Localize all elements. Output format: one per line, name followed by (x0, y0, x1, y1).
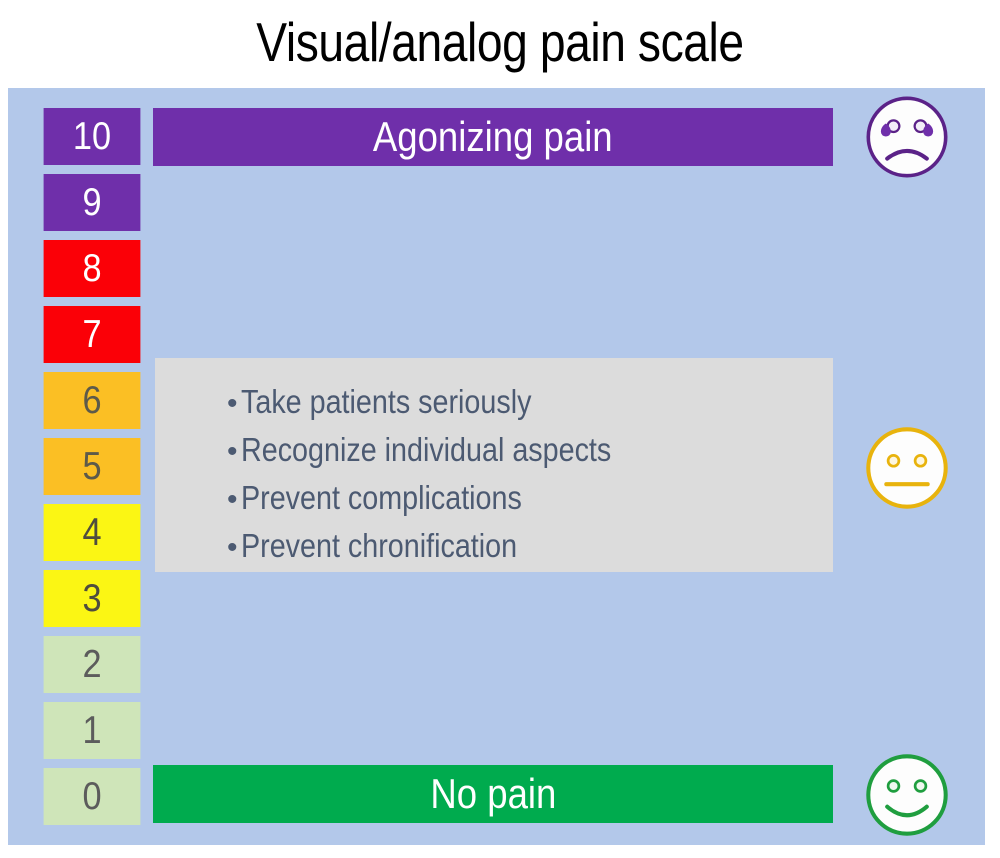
scale-box-7[interactable]: 7 (43, 306, 141, 363)
no-pain-band[interactable]: No pain (153, 765, 833, 823)
guidance-note-box: • Take patients seriously • Recognize in… (155, 358, 833, 572)
bullet-icon: • (227, 387, 238, 420)
scale-box-0[interactable]: 0 (43, 768, 141, 825)
scale-box-3[interactable]: 3 (43, 570, 141, 627)
bullet-icon: • (227, 531, 238, 564)
agonizing-pain-label: Agonizing pain (373, 113, 613, 160)
list-item-label: Prevent chronification (241, 527, 518, 564)
list-item: • Prevent chronification (227, 522, 833, 570)
scale-box-2[interactable]: 2 (43, 636, 141, 693)
scale-box-5[interactable]: 5 (43, 438, 141, 495)
list-item-label: Recognize individual aspects (241, 431, 612, 468)
bullet-icon: • (227, 435, 238, 468)
page-title: Visual/analog pain scale (256, 11, 744, 73)
bullet-icon: • (227, 483, 238, 516)
no-pain-label: No pain (430, 770, 556, 817)
agonizing-pain-band[interactable]: Agonizing pain (153, 108, 833, 166)
list-item: • Prevent complications (227, 474, 833, 522)
list-item: • Recognize individual aspects (227, 426, 833, 474)
scale-number-column: 10 9 8 7 6 5 4 3 2 1 0 (37, 108, 147, 825)
scale-box-1[interactable]: 1 (43, 702, 141, 759)
scale-box-9[interactable]: 9 (43, 174, 141, 231)
neutral-face-icon (862, 423, 952, 513)
list-item-label: Prevent complications (241, 479, 522, 516)
smiling-happy-face-icon (862, 750, 952, 840)
scale-box-4[interactable]: 4 (43, 504, 141, 561)
crying-sad-face-icon (862, 92, 952, 182)
scale-box-8[interactable]: 8 (43, 240, 141, 297)
list-item-label: Take patients seriously (241, 383, 532, 420)
scale-box-10[interactable]: 10 (43, 108, 141, 165)
scale-box-6[interactable]: 6 (43, 372, 141, 429)
list-item: • Take patients seriously (227, 378, 833, 426)
